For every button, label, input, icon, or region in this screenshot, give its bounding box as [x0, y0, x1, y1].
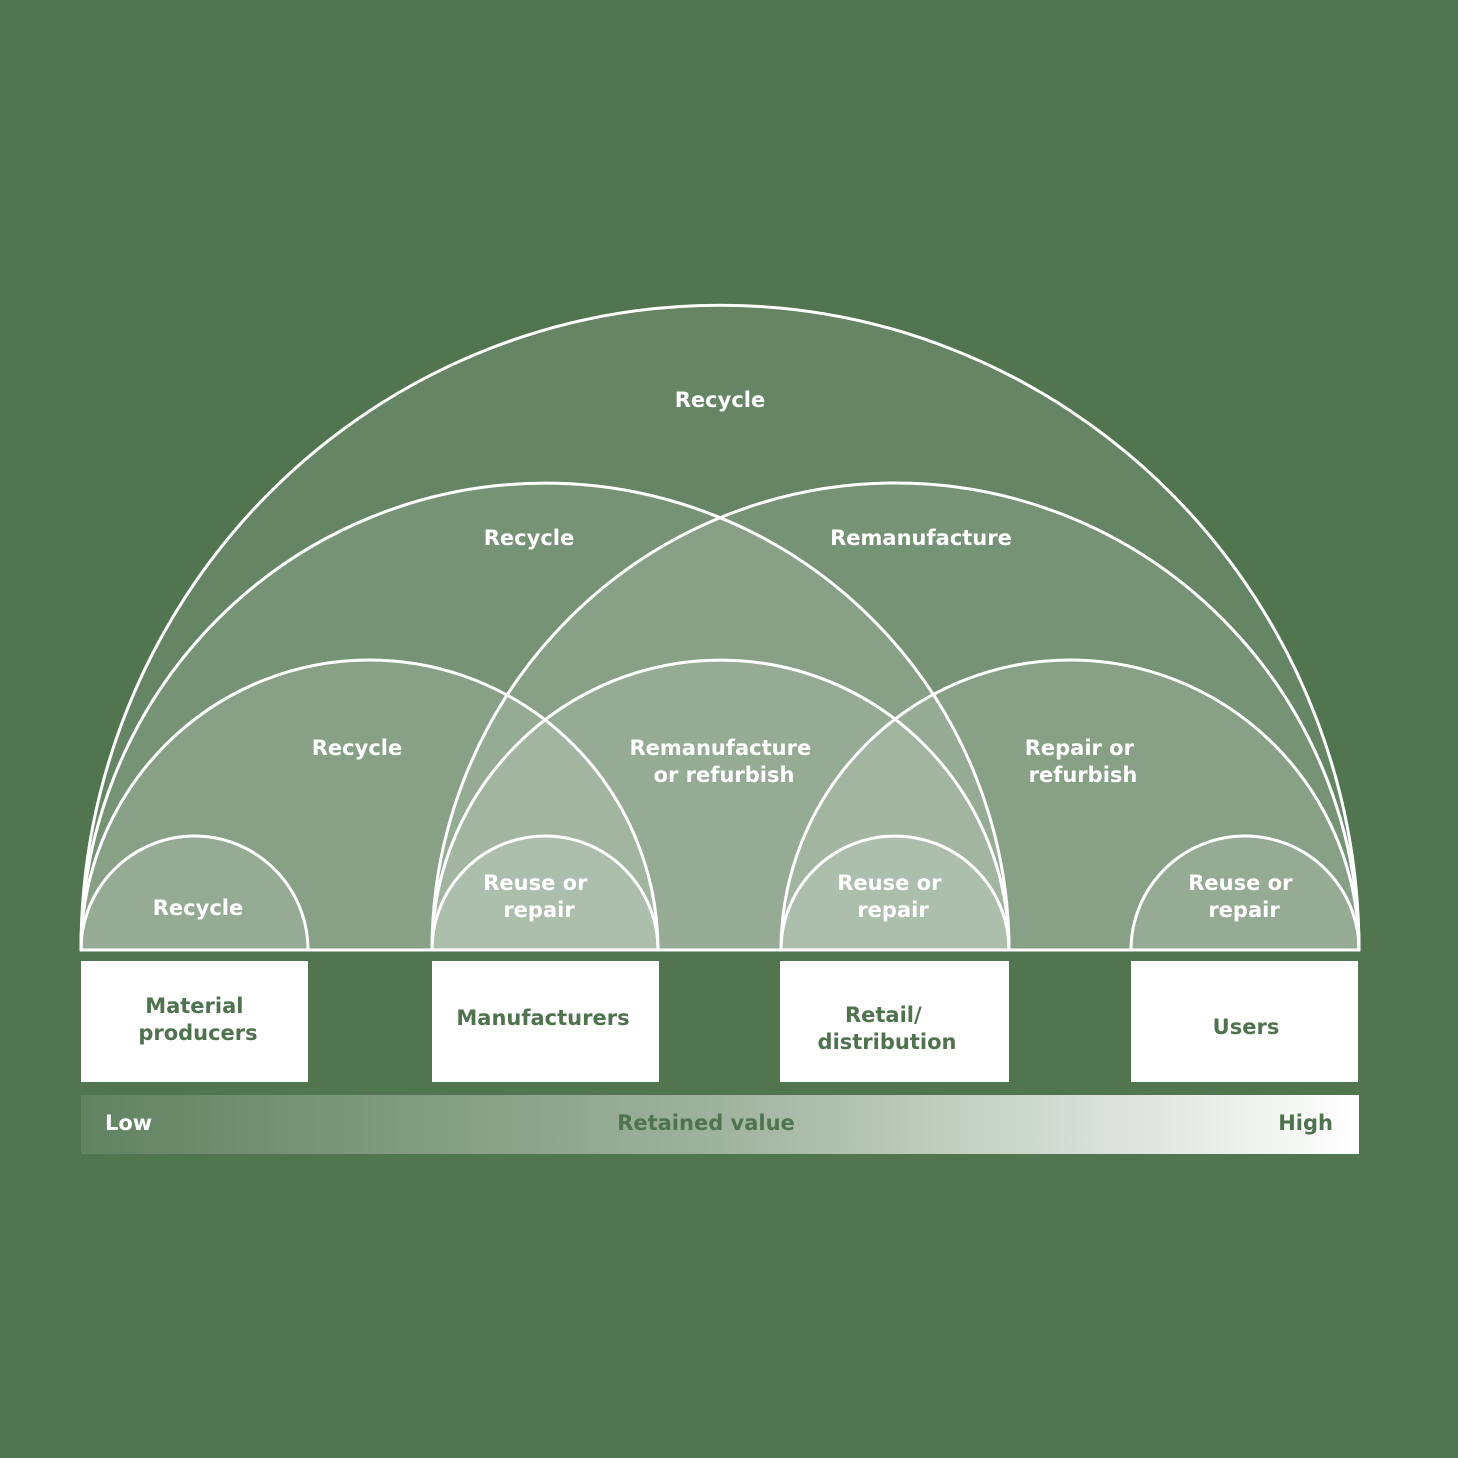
- arc-manufacturers-to-users-label: Remanufacture: [830, 526, 1012, 550]
- arc-manufacturers-loop: [430, 834, 660, 952]
- stage-box: [81, 961, 308, 1082]
- arc-producers-to-retail-label: Recycle: [484, 526, 574, 550]
- arc-producers-to-manufacturers-label: Recycle: [312, 736, 402, 760]
- scale-high-label: High: [1278, 1111, 1333, 1135]
- stage-manufacturers: Manufacturers: [432, 961, 659, 1082]
- arc-producers-to-retail: [79, 481, 1011, 952]
- arc-producers-loop: [79, 834, 310, 952]
- arc-manufacturers-to-users: [430, 481, 1361, 952]
- stage-material-producers: Material producers: [81, 961, 308, 1082]
- scale-low-label: Low: [105, 1111, 152, 1135]
- stage-label: Material producers: [138, 994, 257, 1045]
- scale-title: Retained value: [617, 1111, 795, 1135]
- arc-retail-loop: [779, 834, 1011, 952]
- arc-producers-loop-label: Recycle: [153, 896, 243, 920]
- retained-value-bar: [81, 1095, 1359, 1154]
- arc-producers-to-manufacturers: [79, 658, 660, 952]
- stage-label: Users: [1213, 1015, 1280, 1039]
- arc-retail-to-users: [779, 658, 1361, 952]
- arc-users-loop-label: Reuse or repair: [1188, 871, 1300, 922]
- stage-users: Users: [1131, 961, 1358, 1082]
- arc-retail-to-users-label: Repair or refurbish: [1025, 736, 1142, 787]
- stage-label: Retail/ distribution: [818, 1003, 957, 1054]
- retained-value-scale: Low Retained value High: [81, 1095, 1359, 1154]
- stage-box: [432, 961, 659, 1082]
- stage-box: [780, 961, 1009, 1082]
- stage-retail-distribution: Retail/ distribution: [780, 961, 1009, 1082]
- arc-retail-loop-label: Reuse or repair: [837, 871, 949, 922]
- arc-outer-label: Recycle: [675, 388, 765, 412]
- stage-label: Manufacturers: [456, 1006, 629, 1030]
- arc-users-loop: [1129, 834, 1361, 952]
- arc-manufacturers-to-retail: [430, 658, 1011, 952]
- arc-manufacturers-to-retail-label: Remanufacture or refurbish: [629, 736, 818, 787]
- arc-outer-recycle: [79, 303, 1361, 952]
- arc-manufacturers-loop-label: Reuse or repair: [483, 871, 595, 922]
- stage-box: [1131, 961, 1358, 1082]
